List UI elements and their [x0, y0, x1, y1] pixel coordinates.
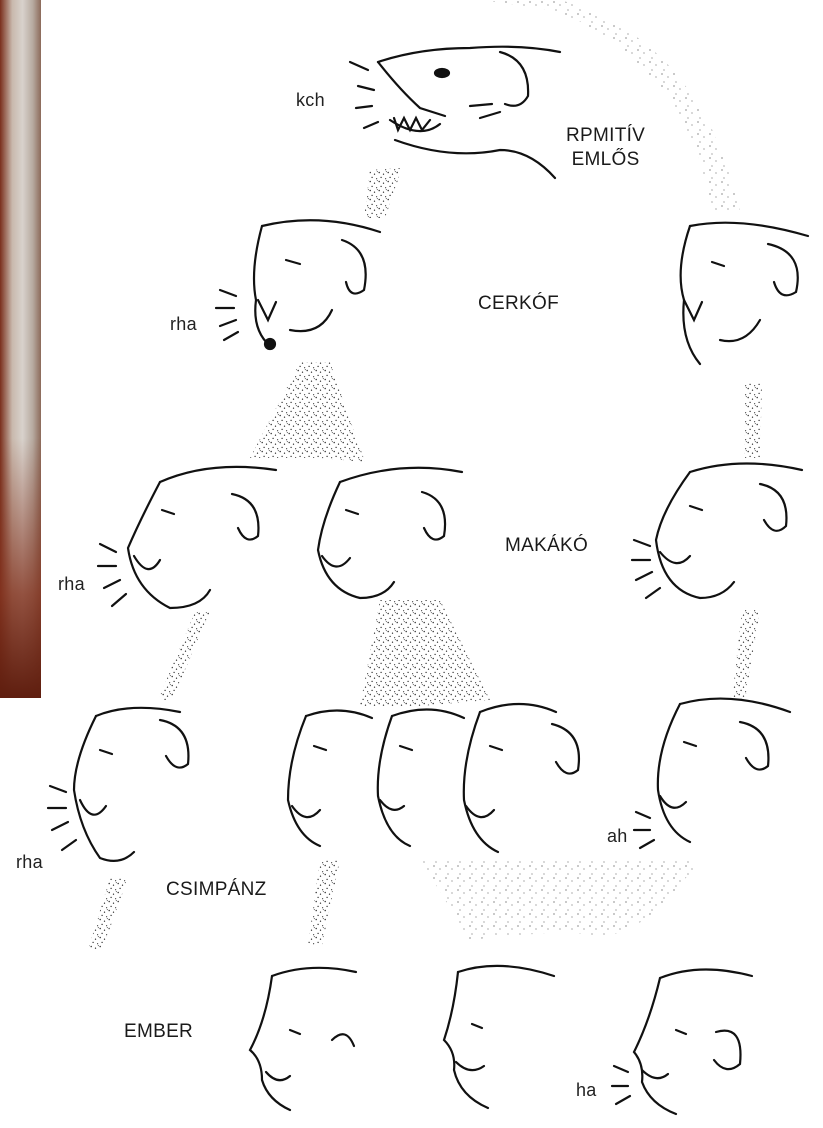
connector-right-monkey-macaque: [744, 382, 762, 458]
sound-label-chimp-right: ah: [607, 826, 628, 847]
species-label-monkey: CERKÓF: [478, 292, 559, 316]
human-head-right: [612, 969, 752, 1114]
species-label-primitive-mammal-line2: EMLŐS: [566, 148, 645, 172]
macaque-head-left: [98, 467, 276, 608]
species-label-primitive-mammal-line1: RPMITÍV: [566, 124, 645, 148]
connector-top-arc: [482, 0, 740, 212]
connector-mammal-monkey: [364, 168, 402, 218]
human-head-left: [250, 968, 356, 1110]
connector-monkey-macaque: [250, 362, 365, 462]
species-label-human: EMBER: [124, 1020, 193, 1044]
connector-chimp-human-mid: [308, 860, 340, 945]
connector-macaque-chimp-mid: [360, 600, 490, 706]
primitive-mammal-head: [350, 47, 560, 178]
human-head-mid: [444, 966, 554, 1108]
chimp-head-group-1: [288, 710, 372, 846]
species-label-primitive-mammal: RPMITÍV EMLŐS: [566, 124, 645, 172]
macaque-head-mid: [318, 468, 462, 598]
sound-label-human: ha: [576, 1080, 597, 1101]
connector-macaque-chimp-left: [158, 612, 210, 700]
sound-label-monkey: rha: [170, 314, 197, 335]
sound-label-mammal: kch: [296, 90, 325, 111]
chimp-head-group-3: [464, 704, 579, 852]
monkey-head-left: [216, 220, 380, 349]
macaque-head-right: [632, 463, 802, 598]
sound-label-macaque: rha: [58, 574, 85, 595]
connector-chimp-human-left: [88, 878, 128, 950]
monkey-head-right: [681, 223, 808, 364]
connector-chimp-human-wide: [420, 860, 700, 940]
sound-label-chimpanzee: rha: [16, 852, 43, 873]
species-label-chimpanzee: CSIMPÁNZ: [166, 878, 267, 902]
species-label-macaque: MAKÁKÓ: [505, 534, 588, 558]
chimp-head-left: [48, 708, 188, 861]
connector-right-macaque-chimp: [732, 610, 760, 700]
chimp-head-group-2: [378, 709, 464, 846]
chimp-head-right: [634, 699, 790, 848]
